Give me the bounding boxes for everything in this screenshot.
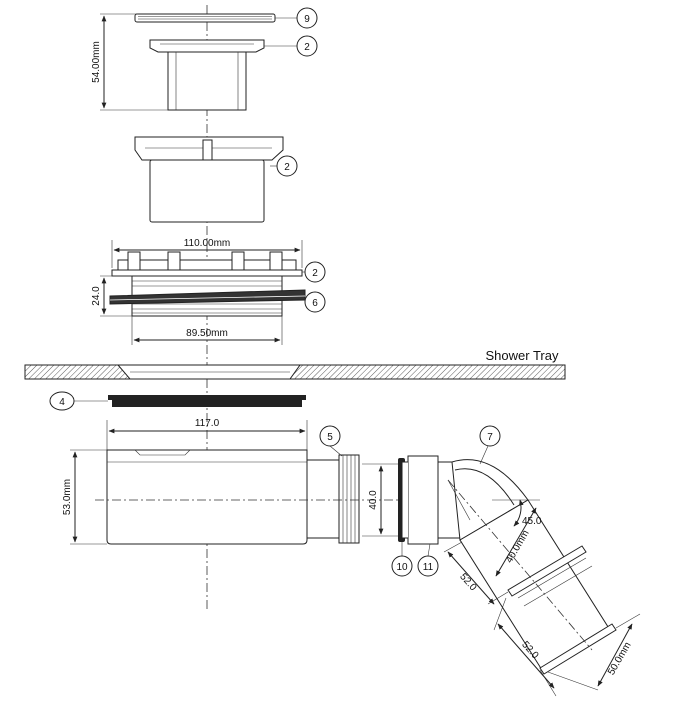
elbow-pipe (447, 459, 617, 675)
callout-2-flange-label: 2 (312, 268, 318, 279)
shower-tray-label: Shower Tray (486, 348, 559, 363)
callout-2-middle: 2 (270, 155, 298, 177)
dim-height-top: 54.00mm (91, 13, 168, 111)
trap-body (106, 449, 308, 545)
grate-cover (134, 13, 276, 23)
dim-height-thread-label: 24.0 (91, 286, 102, 306)
callout-2-top-label: 2 (304, 42, 310, 53)
flange-body (111, 251, 303, 277)
callout-4: 4 (49, 391, 108, 411)
callout-5-label: 5 (327, 432, 333, 443)
dim-width-flange: 110.00mm (111, 238, 303, 268)
callout-7: 7 (479, 425, 501, 465)
dim-outlet-height: 40.0 (362, 463, 398, 537)
dim-width-flange-label: 110.00mm (184, 238, 231, 249)
dim-elbow-length-1-label: 52.0 (457, 571, 478, 593)
dim-height-trap: 53.0mm (62, 449, 107, 545)
trap-insert (134, 136, 284, 223)
callout-2-top: 2 (264, 35, 318, 57)
strainer-insert (149, 39, 265, 111)
dim-width-trap: 117.0 (106, 418, 308, 450)
dim-height-thread: 24.0 (91, 275, 132, 317)
callout-7-label: 7 (487, 432, 493, 443)
dim-width-thread-label: 89.50mm (186, 328, 228, 339)
dim-width-thread: 89.50mm (131, 316, 283, 345)
callout-10-label: 10 (396, 562, 408, 573)
callout-2-middle-label: 2 (284, 162, 290, 173)
dim-outlet-height-label: 40.0 (368, 490, 379, 510)
diagonal-centerline (447, 479, 593, 651)
callout-5: 5 (319, 425, 343, 457)
dim-height-top-label: 54.00mm (91, 41, 102, 83)
dim-width-trap-label: 117.0 (195, 418, 220, 429)
dim-pipe-diameter-label: 50.0mm (606, 640, 634, 677)
callout-11-label: 11 (423, 562, 434, 573)
callout-10: 10 (391, 542, 413, 577)
callout-4-label: 4 (59, 397, 65, 408)
callout-9: 9 (275, 7, 318, 29)
gasket (108, 395, 306, 407)
callout-2-flange: 2 (302, 261, 326, 283)
outlet-nut (306, 454, 360, 544)
callout-11: 11 (417, 543, 439, 577)
shower-tray: Shower Tray (24, 348, 566, 380)
callout-6: 6 (304, 291, 326, 313)
callout-6-label: 6 (312, 298, 318, 309)
dim-height-trap-label: 53.0mm (62, 479, 73, 515)
callout-9-label: 9 (304, 14, 310, 25)
dim-elbow-angle-label: 45.0 (522, 516, 542, 527)
